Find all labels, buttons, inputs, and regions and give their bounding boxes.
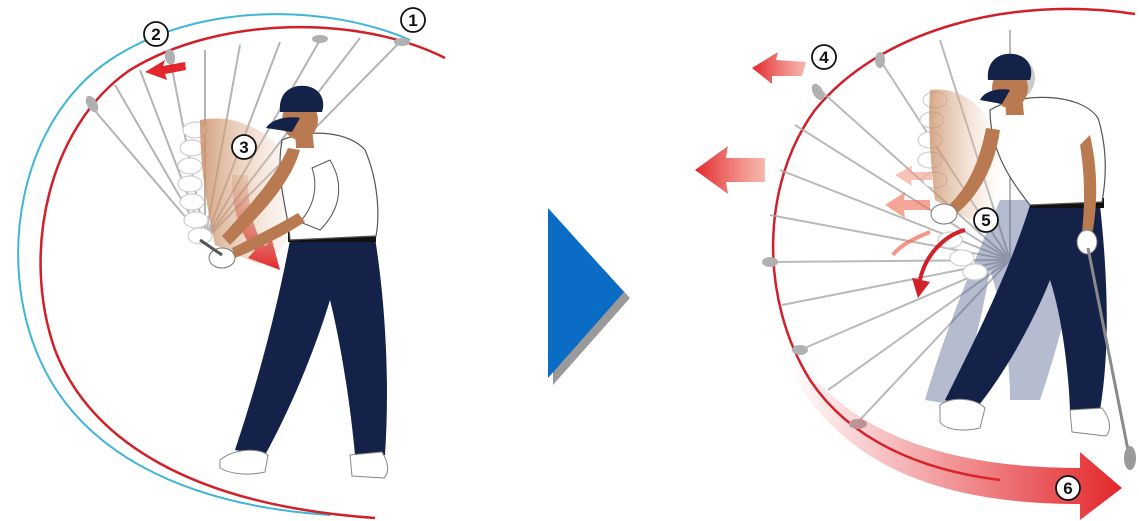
downswing-panel: 4 5 6 bbox=[695, 9, 1136, 520]
marker-4: 4 bbox=[812, 45, 836, 69]
glove-left bbox=[931, 204, 957, 224]
left-shoe bbox=[220, 450, 268, 474]
arrow-body-left bbox=[695, 146, 765, 194]
play-triangle-icon bbox=[548, 208, 624, 378]
arrow-4 bbox=[752, 52, 806, 84]
red-arrow-icon bbox=[752, 52, 806, 84]
marker-3: 3 bbox=[232, 135, 256, 159]
marker-5: 5 bbox=[974, 208, 998, 232]
downswing-club-heads bbox=[762, 52, 885, 429]
cap bbox=[280, 86, 323, 112]
trousers bbox=[235, 238, 387, 455]
svg-text:6: 6 bbox=[1063, 479, 1072, 498]
left-shoe bbox=[940, 399, 985, 430]
transition-arrow bbox=[548, 208, 630, 385]
red-arrow-icon bbox=[695, 146, 765, 194]
arc-arrow-2 bbox=[145, 60, 186, 80]
backswing-panel: 1 2 3 bbox=[18, 8, 445, 518]
svg-text:2: 2 bbox=[151, 25, 160, 44]
marker-6: 6 bbox=[1056, 476, 1080, 500]
svg-text:1: 1 bbox=[408, 11, 417, 30]
marker-2: 2 bbox=[144, 22, 168, 46]
svg-text:5: 5 bbox=[981, 211, 990, 230]
svg-text:4: 4 bbox=[819, 48, 829, 67]
marker-1: 1 bbox=[401, 8, 425, 32]
glove bbox=[209, 248, 235, 268]
cap bbox=[988, 54, 1031, 80]
svg-text:3: 3 bbox=[239, 138, 248, 157]
right-shoe bbox=[1070, 408, 1109, 436]
club-head bbox=[1124, 446, 1136, 470]
right-shoe bbox=[350, 452, 388, 478]
arrow-hands bbox=[885, 166, 932, 218]
